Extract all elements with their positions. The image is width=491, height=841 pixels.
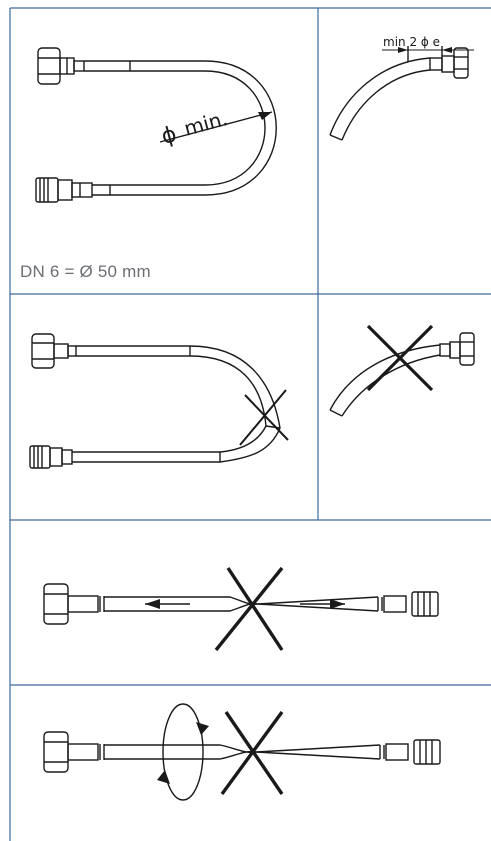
phi-symbol: ϕ bbox=[159, 122, 179, 150]
hose-nut-top bbox=[37, 47, 85, 85]
hose-fitting-bottom bbox=[35, 177, 93, 203]
clearance-label: min 2 ϕ e bbox=[383, 35, 440, 49]
panel-fitting-clearance bbox=[329, 46, 474, 141]
grid bbox=[9, 7, 491, 841]
panel-twisted-hose bbox=[43, 703, 441, 801]
radius-arrow bbox=[159, 111, 273, 143]
panel-min-bend-radius bbox=[35, 47, 277, 203]
panel-tangent-bend bbox=[329, 324, 475, 417]
panel-kinked-hose bbox=[29, 333, 289, 469]
min-label: min. bbox=[181, 106, 230, 141]
min-radius-label: ϕ min. bbox=[159, 106, 230, 150]
dn-note: DN 6 = Ø 50 mm bbox=[20, 262, 151, 281]
panel-stretched-hose bbox=[43, 566, 439, 652]
